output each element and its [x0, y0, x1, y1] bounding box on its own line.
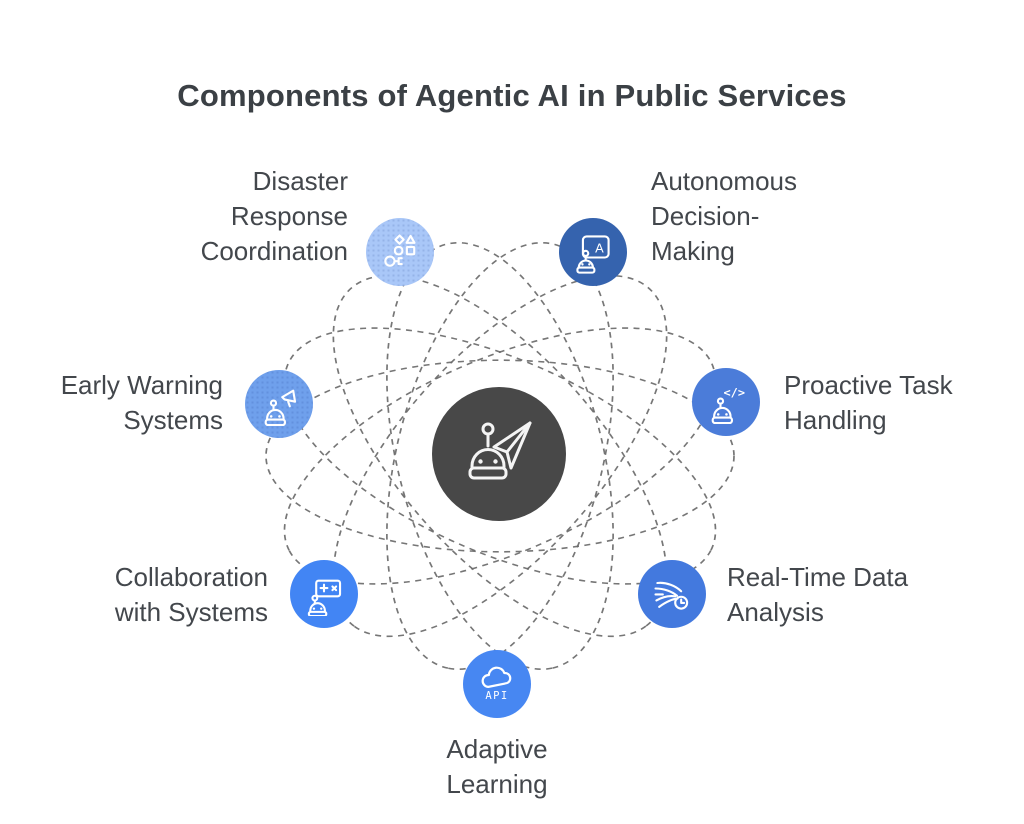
early-warning-label: Early Warning Systems	[60, 370, 223, 435]
autonomous-decision-label: Autonomous Decision- Making	[651, 166, 797, 266]
proactive-task-node: </>	[692, 368, 760, 436]
robot-presentation-icon: A	[576, 235, 610, 274]
data-flow-clock-icon	[654, 581, 689, 610]
collaboration-label: Collaboration with Systems	[114, 562, 268, 627]
collaboration-node	[290, 560, 358, 628]
shapes-flow-icon	[384, 234, 416, 267]
center-hub-circle	[432, 387, 566, 521]
adaptive-learning-label: Adaptive Learning	[446, 734, 548, 799]
robot-cursor-icon	[468, 421, 532, 480]
early-warning-node	[245, 370, 313, 438]
robot-code-icon: </>	[711, 386, 745, 424]
realtime-data-label: Real-Time Data Analysis	[727, 562, 909, 627]
robot-megaphone-icon	[264, 389, 297, 426]
page-title: Components of Agentic AI in Public Servi…	[177, 78, 847, 113]
cloud-api-icon: API	[481, 666, 512, 702]
board-letter: A	[595, 240, 604, 255]
disaster-response-label: Disaster Response Coordination	[200, 166, 348, 266]
autonomous-decision-node: A	[559, 218, 627, 286]
proactive-task-label: Proactive Task Handling	[784, 370, 953, 435]
disaster-response-node	[366, 218, 434, 286]
robot-panel-plus-icon	[307, 579, 342, 616]
realtime-data-node	[638, 560, 706, 628]
code-glyph: </>	[723, 386, 745, 400]
api-label: API	[485, 690, 508, 702]
adaptive-learning-node: API	[463, 650, 531, 718]
